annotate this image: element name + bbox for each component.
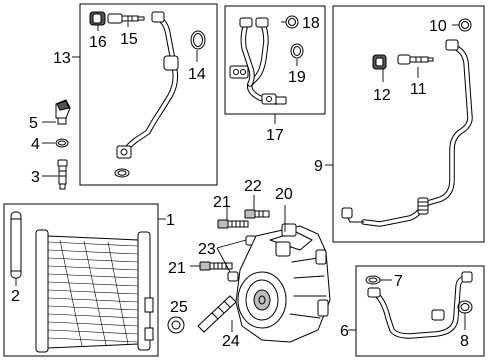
callout-14: 14 — [188, 66, 206, 83]
callout-16: 16 — [89, 34, 107, 51]
suction-hose-line — [116, 11, 179, 159]
callout-1: 1 — [166, 212, 175, 229]
hose-17-assembly — [229, 15, 304, 105]
bolt-21-upper — [217, 219, 249, 229]
callout-25: 25 — [170, 299, 188, 316]
leader-lines — [15, 21, 466, 332]
callout-12: 12 — [373, 87, 391, 104]
valve-3 — [57, 159, 68, 190]
frame-liquid-line-group — [332, 5, 485, 243]
suction-hose-assembly — [89, 11, 206, 178]
frame-suction-hose-group — [79, 3, 218, 186]
liquid-line-assembly — [341, 18, 473, 227]
dowel-24 — [197, 295, 237, 333]
callout-3: 3 — [31, 169, 40, 186]
callout-22: 22 — [244, 178, 262, 195]
condenser-assembly — [10, 211, 154, 353]
callout-5: 5 — [29, 115, 38, 132]
callout-7: 7 — [394, 273, 403, 290]
callout-17: 17 — [266, 127, 284, 144]
frame-hose-6-group — [355, 265, 485, 357]
condenser-core — [35, 229, 154, 353]
compressor-area — [167, 209, 331, 343]
callout-24: 24 — [222, 333, 240, 350]
valve-11 — [397, 54, 434, 65]
callout-18: 18 — [302, 15, 320, 32]
callout-20: 20 — [275, 186, 293, 203]
o-ring-14 — [190, 30, 206, 50]
callout-21-upper: 21 — [213, 194, 231, 211]
o-ring-4 — [55, 138, 69, 148]
receiver-drier-2 — [10, 211, 22, 279]
compressor-20 — [235, 223, 331, 343]
callout-23: 23 — [198, 241, 216, 258]
group-frames — [3, 3, 485, 357]
pressure-switch-5 — [55, 99, 71, 125]
callout-21-lower: 21 — [168, 260, 186, 277]
callout-11: 11 — [410, 81, 427, 98]
bushing-25 — [167, 316, 185, 334]
callout-8: 8 — [460, 333, 469, 350]
o-ring-19 — [290, 43, 304, 59]
left-loose-parts — [55, 99, 71, 190]
callout-4: 4 — [31, 136, 40, 153]
callout-13: 13 — [53, 50, 71, 67]
callout-labels: 1 2 3 4 5 6 7 8 9 10 11 12 13 14 15 16 1… — [11, 15, 469, 350]
o-ring-10 — [458, 18, 472, 32]
frame-condenser-group — [3, 203, 159, 357]
callout-15: 15 — [120, 31, 138, 48]
fitting-nut-16 — [89, 11, 106, 26]
callout-2: 2 — [11, 288, 20, 305]
o-ring-7 — [365, 275, 381, 285]
callout-19: 19 — [288, 69, 306, 86]
callout-9: 9 — [314, 158, 323, 175]
o-ring-seal — [114, 168, 130, 178]
service-valve-15 — [107, 13, 145, 24]
callout-10: 10 — [429, 18, 447, 35]
o-ring-18 — [285, 15, 299, 29]
callout-6: 6 — [340, 323, 349, 340]
hose-6-assembly — [365, 271, 473, 339]
bolt-22 — [244, 209, 270, 219]
o-ring-8 — [457, 300, 473, 314]
